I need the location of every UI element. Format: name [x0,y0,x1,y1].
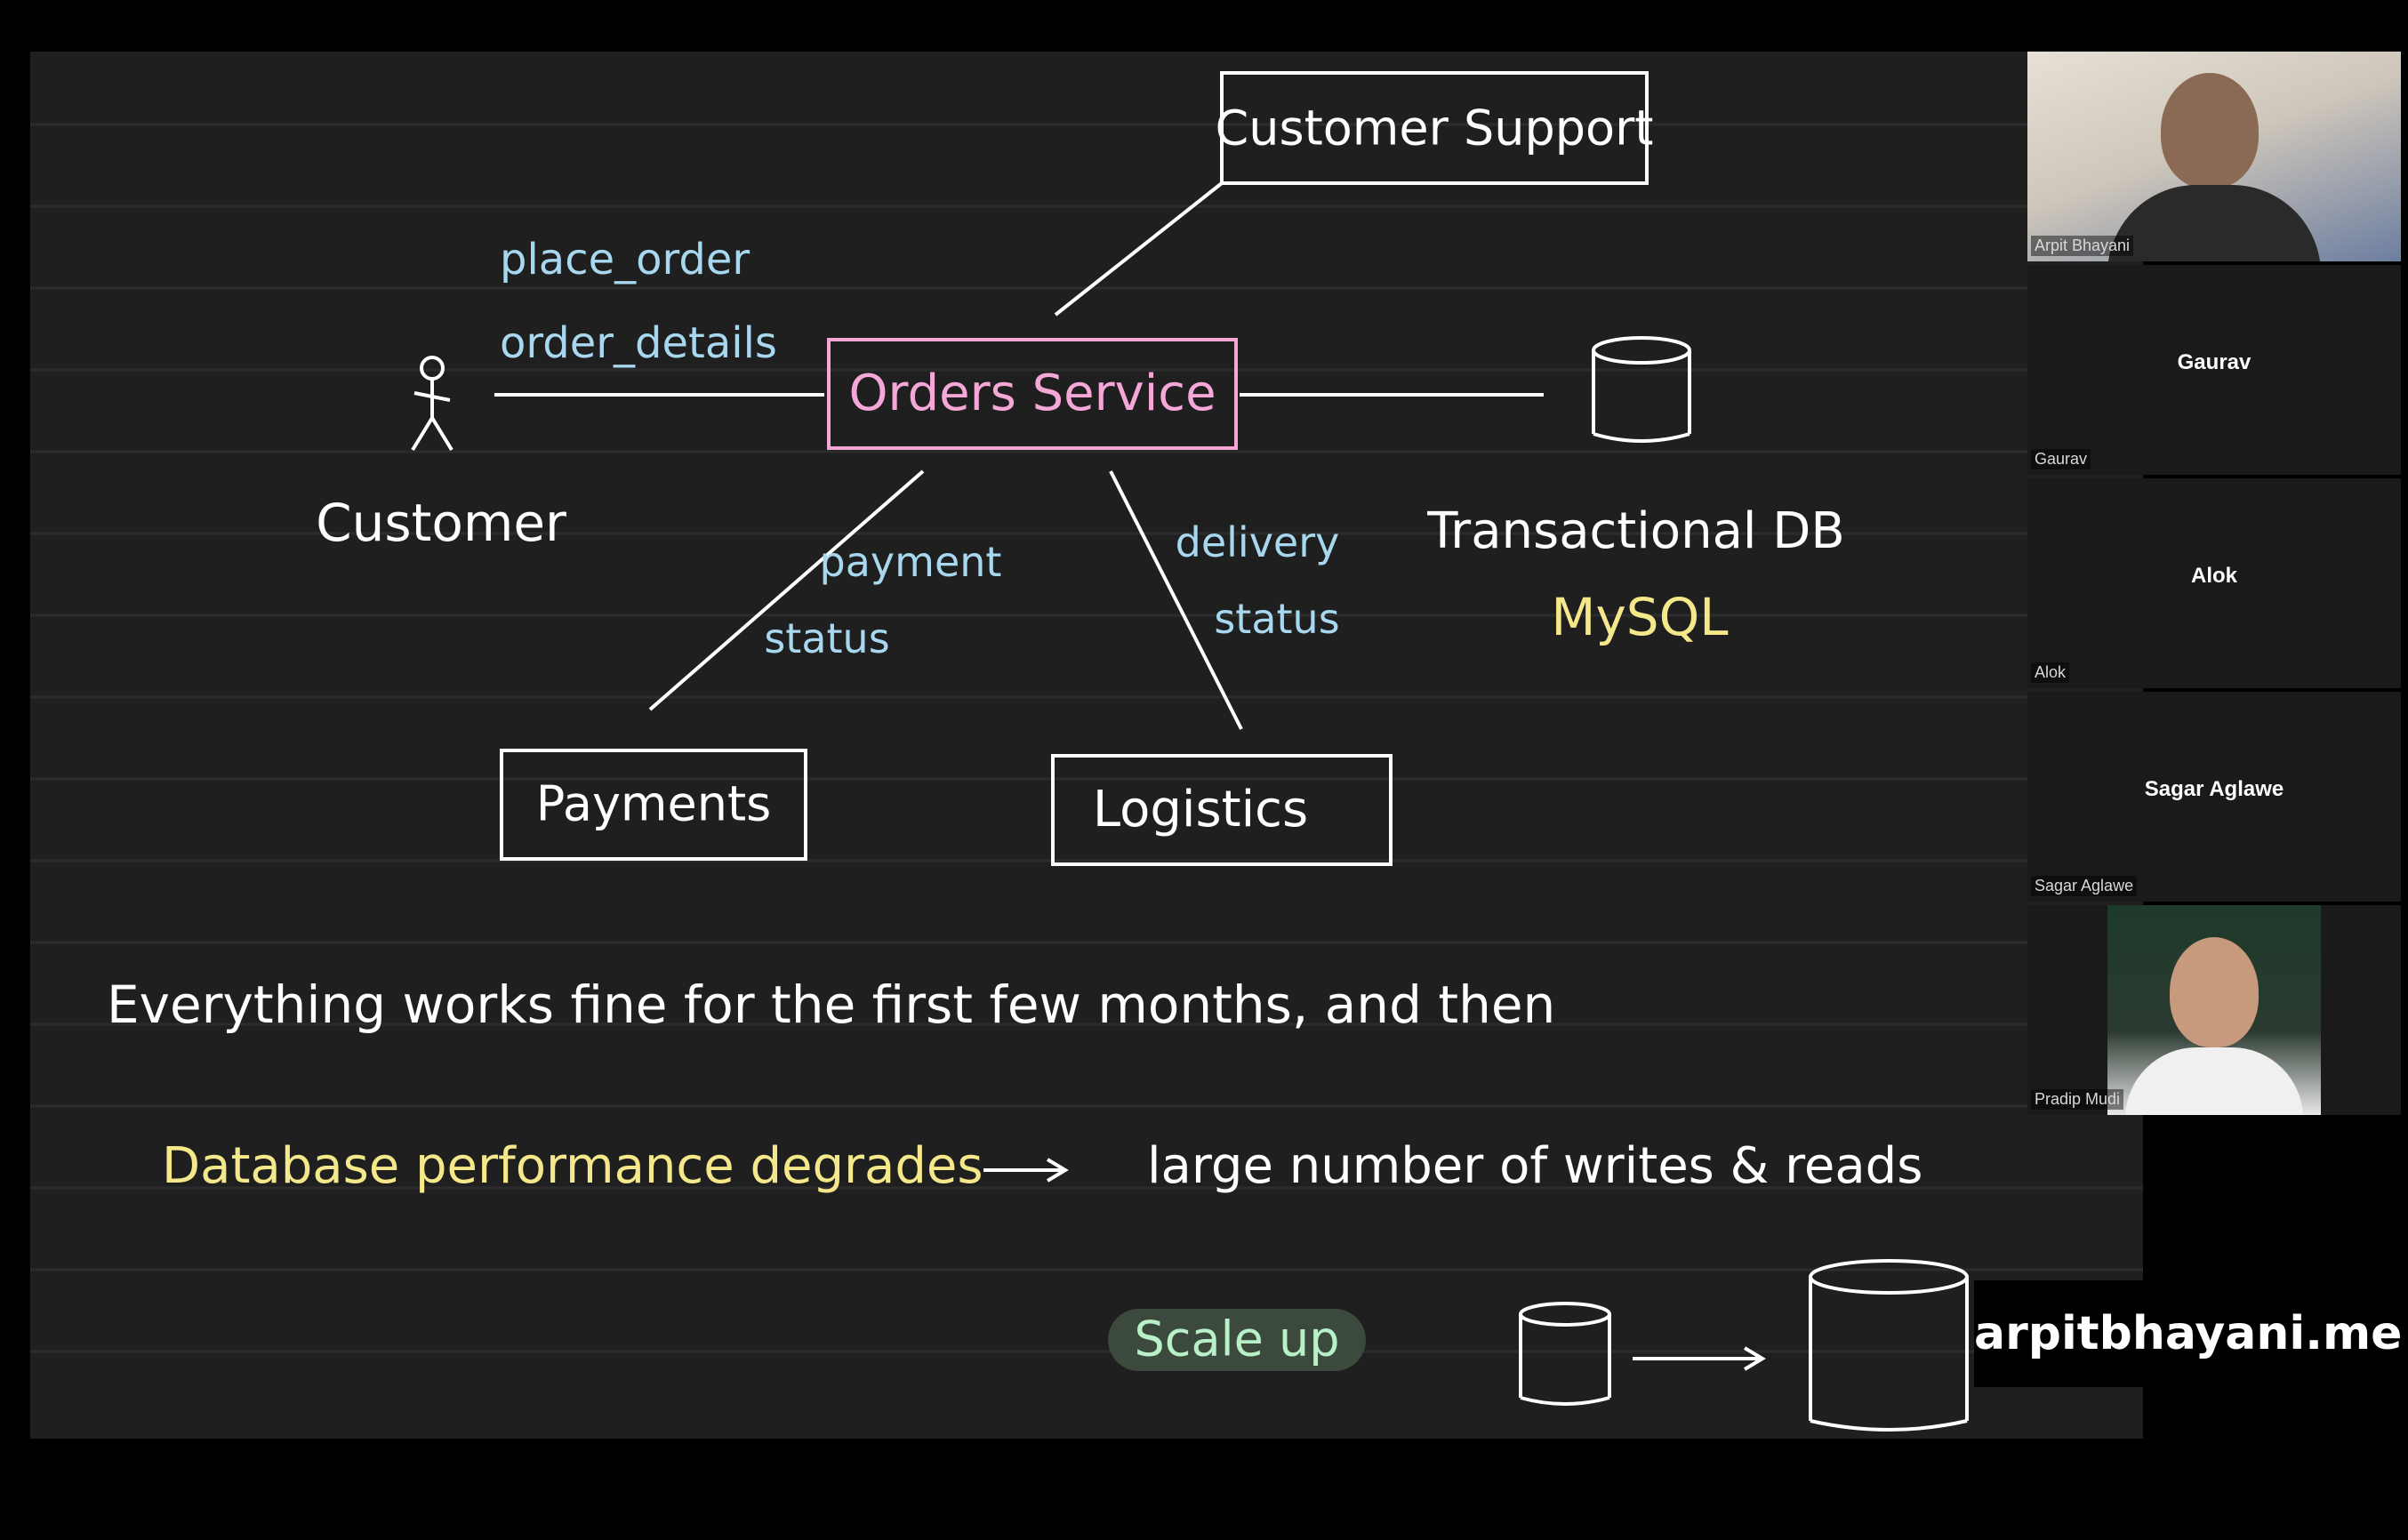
database-icon [1592,336,1691,443]
watermark: arpitbhayani.me [1974,1280,2402,1387]
customer-icon [411,356,454,452]
participant-gallery: Arpit Bhayani Gaurav Gaurav Alok Alok Sa… [2027,52,2401,1119]
ruled-lines [30,123,2143,1353]
logistics-connector [1109,470,1243,730]
mysql-label: MySQL [1551,587,1728,647]
participant-name: Pradip Mudi [2031,1089,2124,1110]
person-silhouette [2161,73,2259,188]
logistics-box [1051,754,1393,866]
participant-name: Alok [2031,662,2070,683]
payment-status-label: status [764,614,889,662]
scale-arrow-icon [1633,1346,1766,1371]
customer-label: Customer [316,493,566,553]
participant-name-center: Alok [2190,564,2237,588]
logistics-label: Logistics [1093,781,1308,838]
arrow-right-icon [983,1158,1069,1183]
payments-connector [648,469,925,711]
order-details-label: order_details [500,318,777,368]
participant-name: Arpit Bhayani [2031,236,2134,256]
customer-support-box [1220,71,1649,185]
notes-line-2-highlight: Database performance degrades [162,1137,983,1195]
whiteboard: Customer Support Orders Service place_or… [30,52,2143,1439]
participant-tile[interactable]: Pradip Mudi [2027,905,2401,1115]
support-connector [1054,181,1224,317]
participant-name-center: Gaurav [2177,350,2251,374]
notes-line-2-rest: large number of writes & reads [1147,1137,1922,1195]
small-database-icon [1519,1302,1611,1406]
participant-name: Sagar Aglawe [2031,876,2138,896]
customer-support-label: Customer Support [1216,100,1654,156]
payments-box [500,749,807,861]
scale-up-label: Scale up [1135,1311,1340,1368]
scale-up-pill [1108,1309,1366,1371]
participant-tile[interactable]: Sagar Aglawe Sagar Aglawe [2027,692,2401,902]
place-order-label: place_order [500,235,750,285]
participant-tile[interactable]: Gaurav Gaurav [2027,265,2401,475]
large-database-icon [1809,1259,1969,1432]
payments-label: Payments [536,776,772,832]
participant-tile[interactable]: Alok Alok [2027,478,2401,688]
orders-service-box [827,338,1238,450]
notes-line-1: Everything works fine for the first few … [107,975,1555,1035]
payment-label: payment [820,538,1002,586]
orders-service-label: Orders Service [848,365,1216,422]
participant-tile[interactable]: Arpit Bhayani [2027,52,2401,261]
participant-name-center: Sagar Aglawe [2144,777,2284,801]
delivery-status-label: status [1214,595,1339,643]
participant-name: Gaurav [2031,449,2091,469]
delivery-label: delivery [1176,518,1340,566]
transactional-db-label: Transactional DB [1426,502,1845,560]
person-silhouette [2170,937,2259,1047]
